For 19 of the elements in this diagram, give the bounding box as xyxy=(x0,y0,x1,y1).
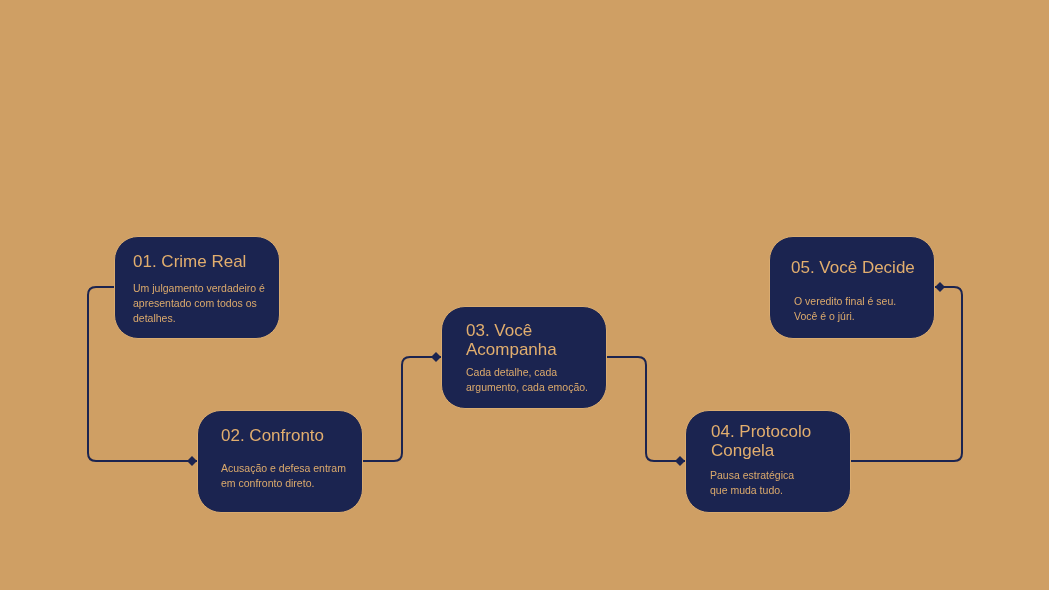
step-title: 03. Você Acompanha xyxy=(466,321,558,359)
connector-line xyxy=(850,282,963,462)
step-card xyxy=(441,306,607,409)
connector-line xyxy=(362,352,442,462)
step-title: 02. Confronto xyxy=(221,426,325,445)
step-description: Pausa estratégica que muda tudo. xyxy=(710,468,796,498)
step-description: O veredito final é seu. Você é o júri. xyxy=(794,294,898,324)
step-description: Um julgamento verdadeiro é apresentado com todos os detalhes. xyxy=(133,281,265,326)
step-title: 01. Crime Real xyxy=(133,252,248,271)
connector-line xyxy=(87,286,198,466)
step-description: Cada detalhe, cada argumento, cada emoção. xyxy=(466,365,589,395)
step-card xyxy=(685,410,851,513)
step-description: Acusação e defesa entram em confronto direto. xyxy=(221,461,347,491)
step-card xyxy=(769,236,935,339)
step-card xyxy=(114,236,280,339)
step-title: 04. Protocolo Congela xyxy=(711,422,813,460)
step-title: 05. Você Decide xyxy=(791,258,916,277)
connector-line xyxy=(606,356,686,466)
step-card xyxy=(197,410,363,513)
